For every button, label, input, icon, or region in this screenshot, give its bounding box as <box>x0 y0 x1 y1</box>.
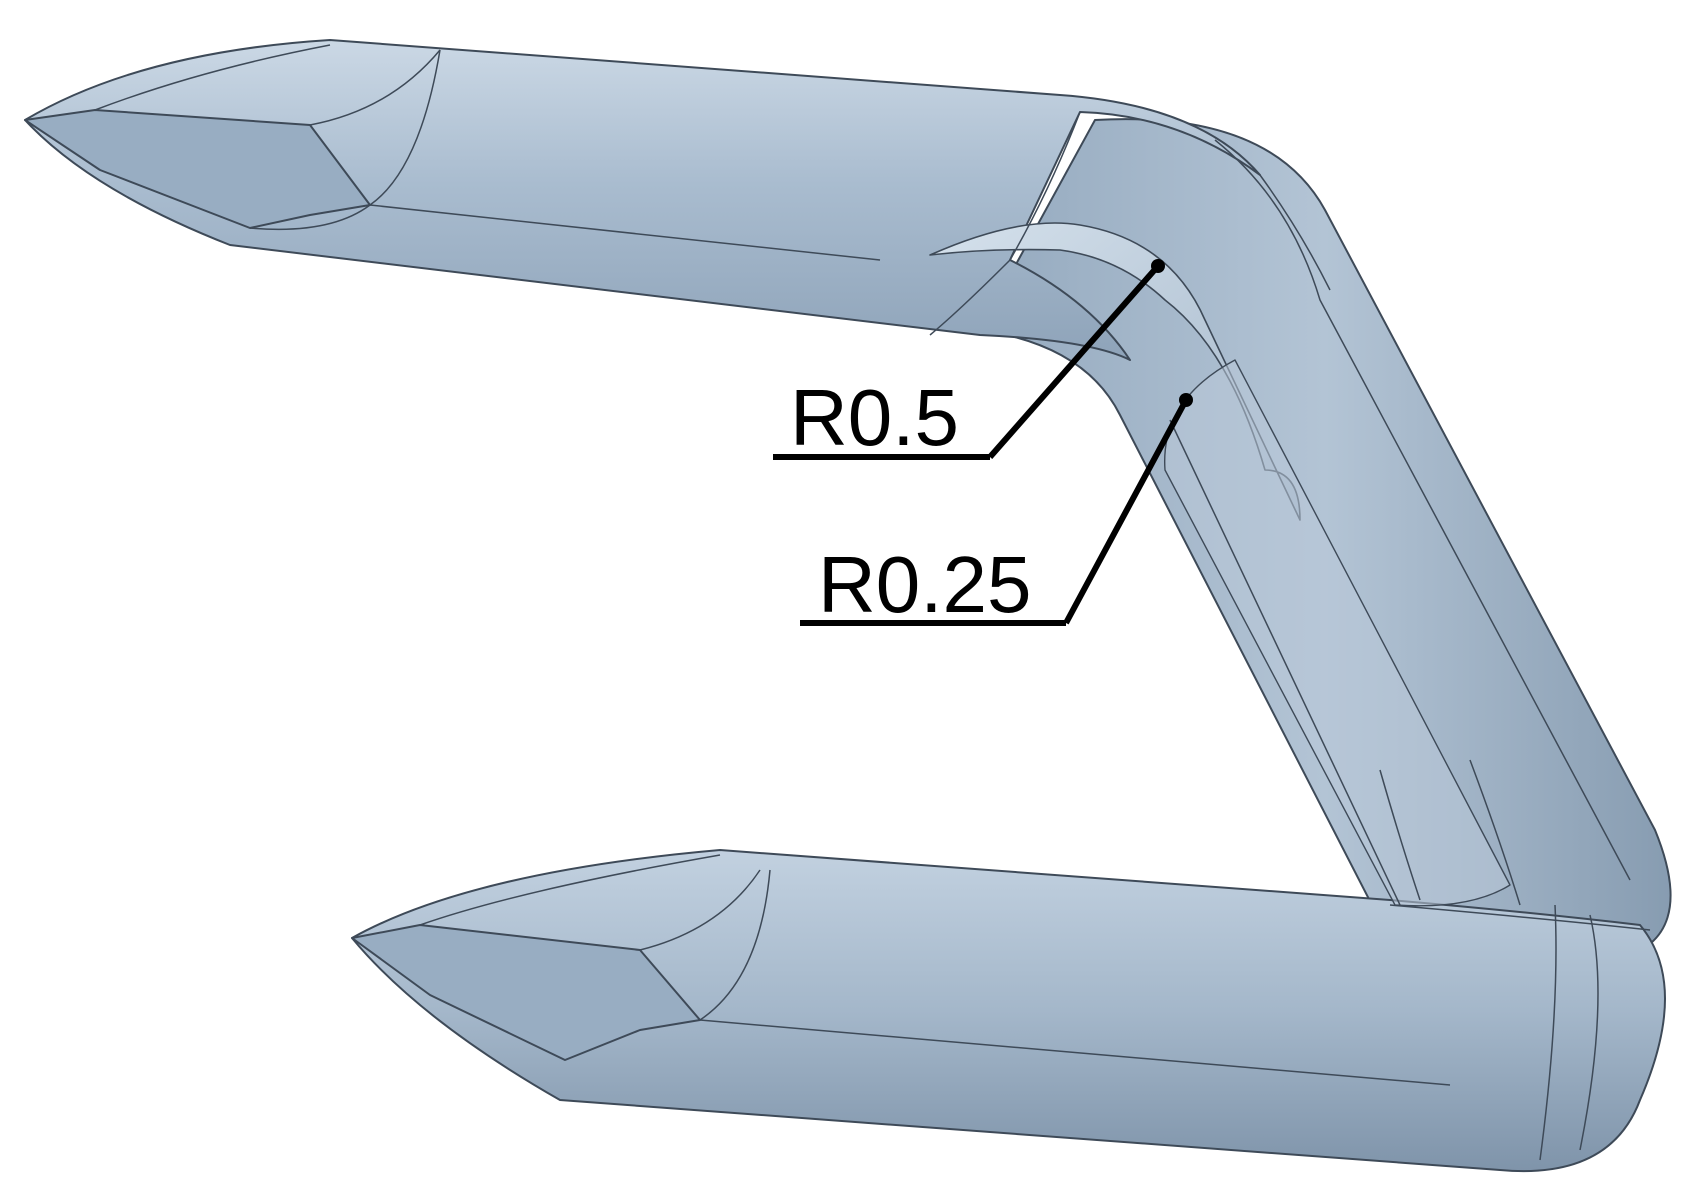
top-tip <box>24 109 371 229</box>
bottom-arm <box>351 849 1666 1173</box>
bottom-tip <box>351 924 701 1061</box>
leader-line-outer <box>987 264 1161 459</box>
channel-right <box>1164 359 1511 907</box>
radius-label-outer: R0.5 <box>790 373 959 462</box>
leader-dot-inner <box>1179 393 1193 407</box>
edge-lines <box>94 44 1651 1161</box>
radius-label-inner: R0.25 <box>818 540 1031 629</box>
callout-inner-radius: R0.25 <box>800 393 1193 629</box>
leader-line-inner <box>1063 398 1189 625</box>
staple-part <box>24 39 1672 1173</box>
leader-dot-outer <box>1151 259 1165 273</box>
callout-outer-radius: R0.5 <box>773 259 1165 462</box>
